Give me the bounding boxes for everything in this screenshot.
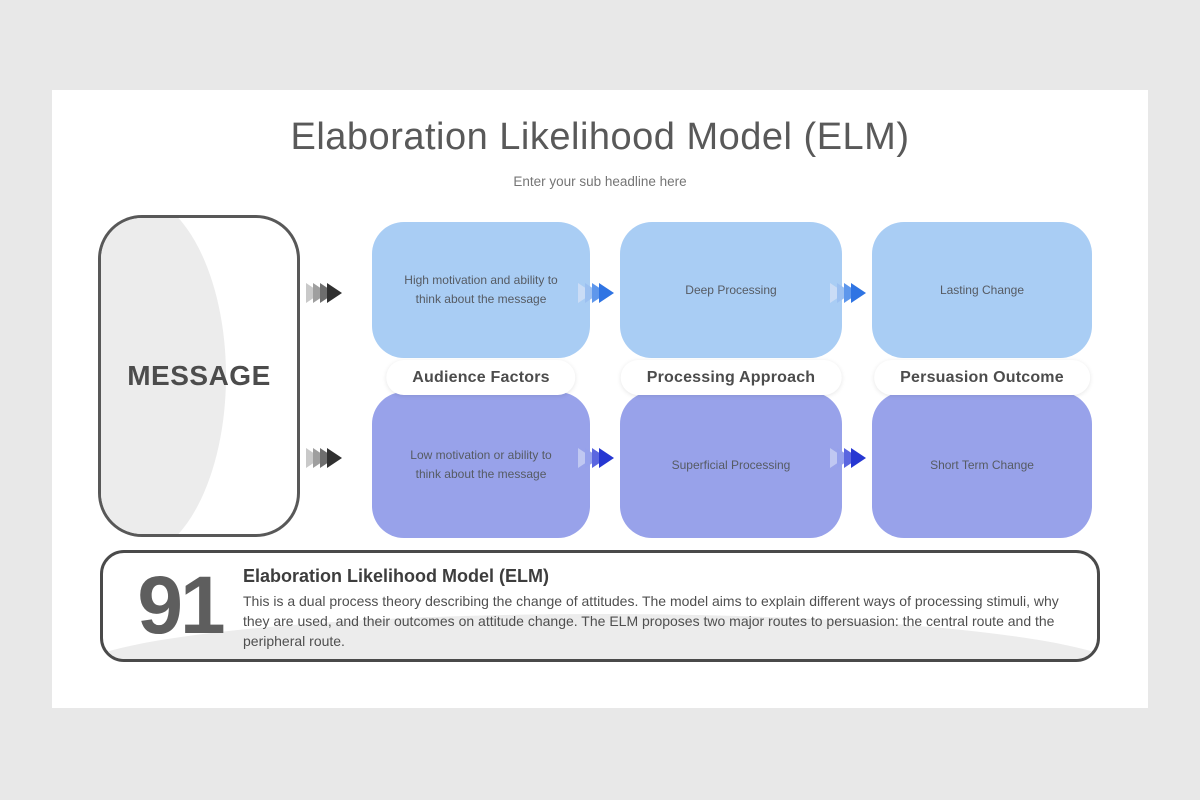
superficial-processing-box: Superficial Processing: [620, 392, 842, 538]
low-motivation-text: Low motivation or ability to think about…: [410, 448, 552, 481]
audience-factors-label-text: Audience Factors: [412, 368, 550, 386]
arrow-right-icon: [306, 281, 342, 305]
description-panel: 91 Elaboration Likelihood Model (ELM) Th…: [100, 550, 1100, 662]
description-heading: Elaboration Likelihood Model (ELM): [243, 566, 549, 586]
message-box: MESSAGE: [98, 215, 300, 537]
persuasion-outcome-label-text: Persuasion Outcome: [900, 368, 1064, 386]
deep-processing-text: Deep Processing: [685, 282, 777, 297]
description-text-block: Elaboration Likelihood Model (ELM) This …: [243, 566, 1083, 652]
column-persuasion-outcome: Lasting Change Persuasion Outcome Short …: [872, 222, 1092, 538]
arrow-right-icon: [830, 446, 866, 470]
high-motivation-text: High motivation and ability to think abo…: [404, 273, 558, 306]
arrow-right-icon: [578, 446, 614, 470]
processing-approach-label-text: Processing Approach: [646, 368, 816, 386]
low-motivation-box: Low motivation or ability to think about…: [372, 392, 590, 538]
description-body: This is a dual process theory describing…: [243, 593, 1059, 649]
arrow-right-icon: [306, 446, 342, 470]
audience-factors-label: Audience Factors: [386, 360, 576, 395]
column-processing-approach: Deep Processing Processing Approach Supe…: [620, 222, 842, 538]
short-term-change-box: Short Term Change: [872, 392, 1092, 538]
superficial-processing-text: Superficial Processing: [671, 457, 791, 472]
message-label: MESSAGE: [127, 360, 271, 391]
short-term-change-text: Short Term Change: [930, 457, 1034, 472]
column-audience-factors: High motivation and ability to think abo…: [372, 222, 590, 538]
persuasion-outcome-label: Persuasion Outcome: [874, 360, 1090, 395]
lasting-change-box: Lasting Change: [872, 222, 1092, 358]
deep-processing-box: Deep Processing: [620, 222, 842, 358]
processing-approach-label: Processing Approach: [620, 360, 842, 395]
page-title: Elaboration Likelihood Model (ELM): [290, 116, 910, 158]
high-motivation-box: High motivation and ability to think abo…: [372, 222, 590, 358]
arrow-right-icon: [578, 281, 614, 305]
page-subtitle: Enter your sub headline here: [513, 174, 687, 189]
arrow-right-icon: [830, 281, 866, 305]
elm-slide: Elaboration Likelihood Model (ELM) Enter…: [52, 90, 1148, 708]
slide-number: 91: [137, 560, 225, 651]
message-box-swoosh-decoration: [101, 218, 227, 534]
lasting-change-text: Lasting Change: [939, 282, 1025, 297]
